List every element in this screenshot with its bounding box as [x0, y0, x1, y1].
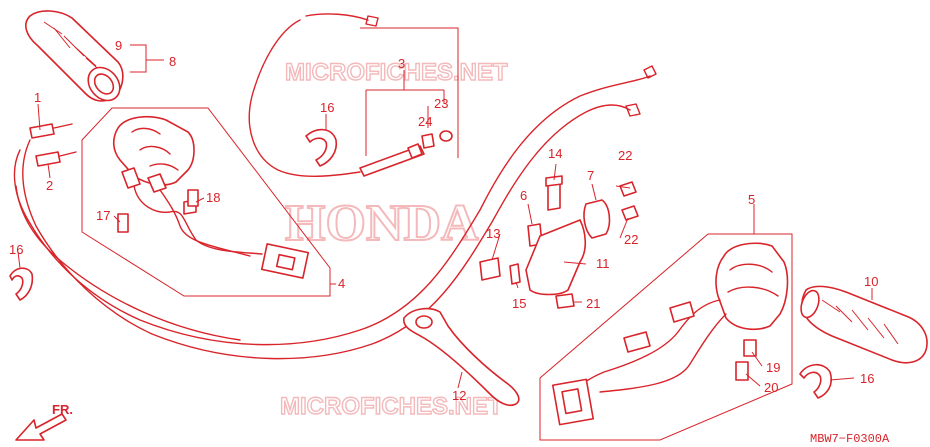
callout-9: 9 [115, 38, 122, 53]
diagram-code: MBW7−F0300A [810, 432, 890, 446]
callout-22-top: 22 [618, 148, 632, 163]
callout-16-right: 16 [860, 371, 874, 386]
watermark-top: MICROFICHES.NET [285, 59, 508, 86]
callout-20: 20 [764, 380, 778, 395]
right-switch-outline [539, 233, 793, 441]
cable-clip-right [799, 363, 833, 399]
leader-lines [17, 44, 873, 389]
right-switch-assembly [551, 242, 789, 426]
lever-bracket-parts [479, 175, 639, 309]
callout-12: 12 [452, 388, 466, 403]
left-switch-assembly [112, 115, 310, 279]
callout-16-left: 16 [9, 242, 23, 257]
callout-1: 1 [34, 90, 41, 105]
cable-clip-left [9, 267, 34, 301]
callout-5: 5 [748, 192, 755, 207]
cable-clip-top [305, 128, 338, 167]
callout-8: 8 [169, 54, 176, 69]
right-grip [800, 285, 928, 364]
callout-22-bottom: 22 [624, 232, 638, 247]
callout-6: 6 [520, 188, 527, 203]
callout-14: 14 [548, 146, 562, 161]
callout-11: 11 [596, 256, 610, 271]
callout-4: 4 [338, 276, 345, 291]
watermark-bottom: MICROFICHES.NET [280, 393, 503, 420]
callout-7: 7 [587, 168, 594, 183]
callout-10: 10 [864, 274, 878, 289]
callout-21: 21 [586, 296, 600, 311]
callout-3: 3 [398, 56, 405, 71]
front-direction-arrow: FR. [15, 402, 73, 441]
watermark-center: HONDA [285, 195, 479, 252]
cable-routing [13, 65, 657, 360]
choke-clamp-parts [29, 123, 77, 167]
throttle-grip-left [25, 10, 124, 102]
front-direction-label: FR. [52, 402, 73, 417]
callout-23: 23 [434, 96, 448, 111]
switch-group-outline [81, 107, 331, 297]
callout-2: 2 [46, 178, 53, 193]
callout-18: 18 [206, 190, 220, 205]
callout-13: 13 [486, 226, 500, 241]
throttle-cable [248, 13, 425, 177]
callout-19: 19 [766, 360, 780, 375]
callout-16-top: 16 [320, 100, 334, 115]
cable-group-outline [360, 27, 459, 158]
clutch-lever [403, 307, 520, 407]
callout-24: 24 [418, 114, 432, 129]
callout-17: 17 [96, 208, 110, 223]
callout-15: 15 [512, 296, 526, 311]
adjuster-parts [421, 130, 453, 149]
